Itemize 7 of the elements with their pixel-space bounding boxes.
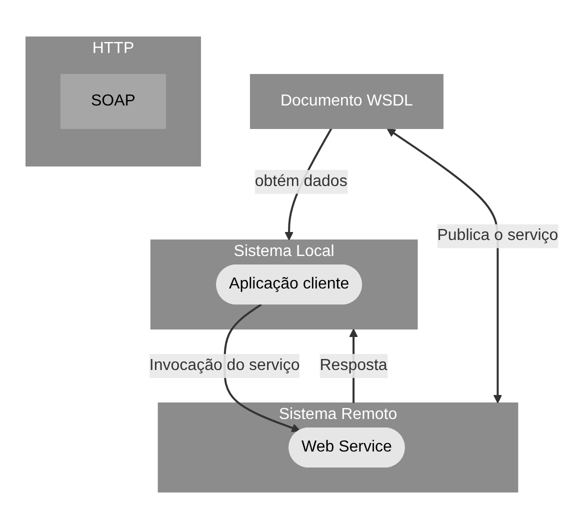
edge-label: Invocação do serviço <box>149 356 300 374</box>
arrow <box>386 128 502 404</box>
edge-label: Resposta <box>320 356 388 374</box>
node-box: SOAP <box>60 74 166 129</box>
node-box: Documento WSDL <box>250 74 444 129</box>
edge-label: obtém dados <box>254 172 348 190</box>
edge-label: Publica o serviço <box>437 227 558 244</box>
